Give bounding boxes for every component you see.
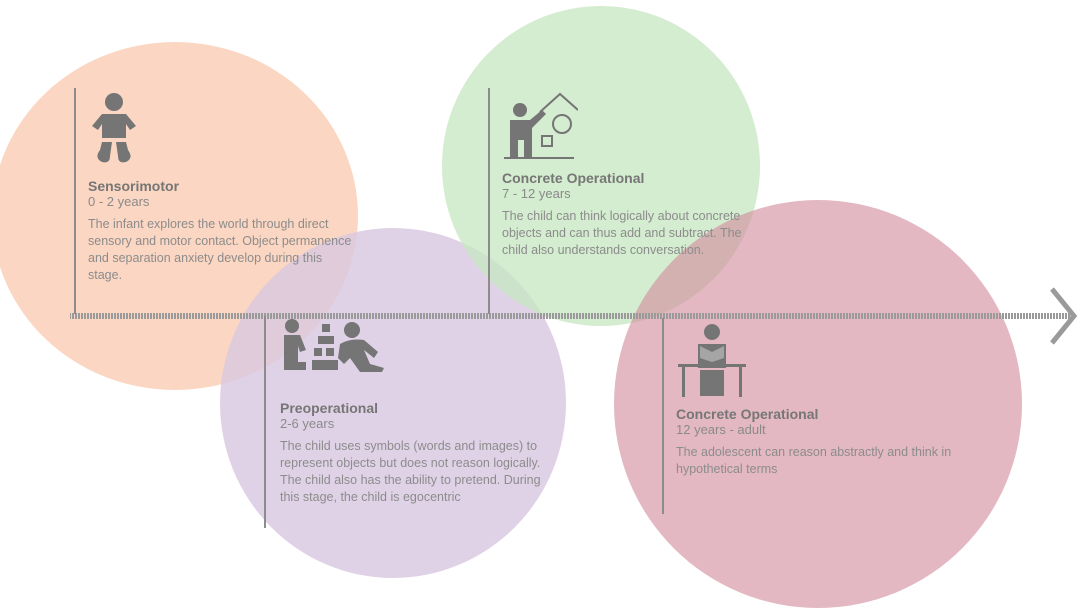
stage-concrete-operational: Concrete Operational 7 - 12 years The ch… (502, 170, 762, 259)
stage-title: Preoperational (280, 400, 379, 416)
stage-sensorimotor: Sensorimotor 0 - 2 years The infant expl… (88, 178, 358, 284)
children-playing-blocks-icon (280, 318, 390, 374)
stage-description: The child uses symbols (words and images… (280, 439, 541, 504)
stage-preoperational: Preoperational 2-6 years The child uses … (280, 400, 550, 506)
arrow-right-icon (1050, 287, 1078, 345)
stage-age: 7 - 12 years (502, 186, 571, 201)
stage-formal-operational: Concrete Operational 12 years - adult Th… (676, 406, 976, 478)
timeline-axis (70, 313, 1070, 319)
stage-description: The infant explores the world through di… (88, 217, 352, 282)
formal-operational-circle (614, 200, 1022, 608)
baby-icon (86, 92, 142, 166)
sensorimotor-marker (74, 88, 76, 314)
stage-title: Sensorimotor (88, 178, 180, 194)
stage-description: The child can think logically about conc… (502, 209, 742, 257)
stage-title: Concrete Operational (502, 170, 645, 186)
concrete-operational-marker (488, 88, 490, 314)
stage-age: 0 - 2 years (88, 194, 150, 209)
stage-title: Concrete Operational (676, 406, 819, 422)
preoperational-marker (264, 316, 266, 528)
child-at-board-icon (502, 92, 578, 162)
formal-operational-marker (662, 318, 664, 514)
stage-age: 2-6 years (280, 416, 335, 431)
student-reading-at-desk-icon (676, 324, 748, 398)
stage-age: 12 years - adult (676, 422, 766, 437)
stage-description: The adolescent can reason abstractly and… (676, 445, 952, 476)
